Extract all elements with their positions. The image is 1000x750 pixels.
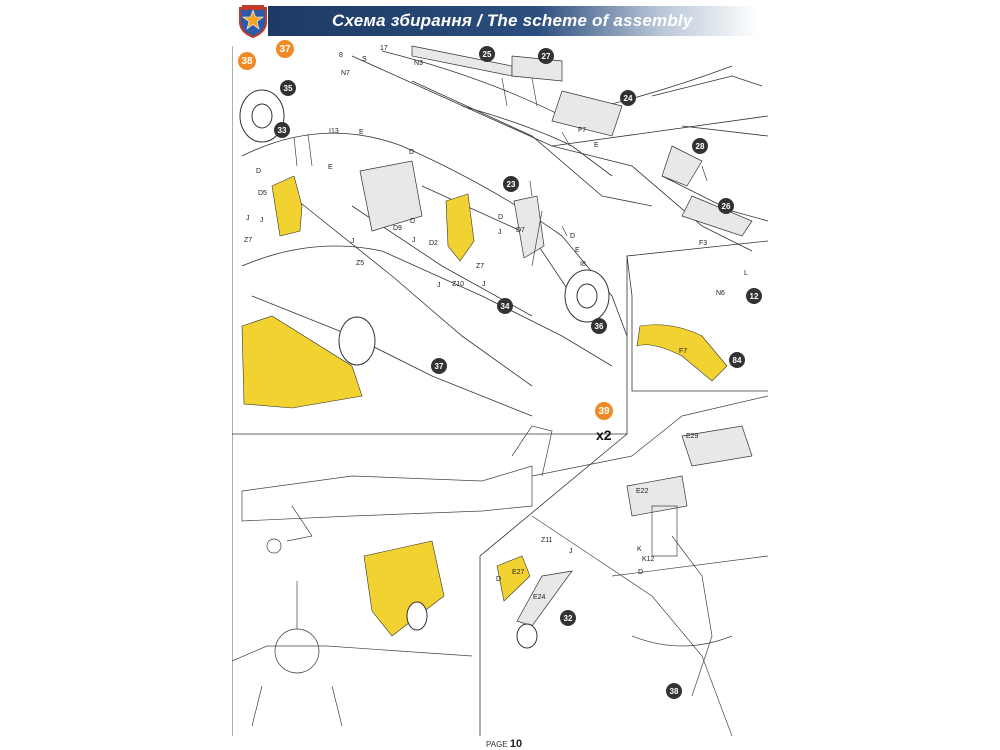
front-view-wing [232, 645, 473, 662]
label-k: K [637, 546, 642, 553]
part-35: 35 [280, 80, 296, 96]
panel39-border [479, 433, 628, 736]
label-j-39: J [569, 548, 573, 555]
label-e29: E29 [686, 433, 699, 440]
gear-bay-detail [241, 315, 363, 409]
label-e-f7: E [594, 142, 599, 149]
multiplier: x2 [596, 427, 612, 443]
panel-27 [511, 55, 563, 82]
part-e27 [496, 555, 531, 602]
part-27: 27 [538, 48, 554, 64]
label-j-z7: J [482, 281, 486, 288]
label-n6: N6 [716, 290, 725, 297]
label-l: L [744, 270, 748, 277]
label-f7b: F7 [679, 348, 688, 355]
label-d5: D5 [258, 190, 267, 197]
label-f7: F7 [578, 127, 587, 134]
door-d9 [359, 160, 423, 232]
label-z10: Z10 [452, 281, 465, 288]
label-z7: Z7 [244, 237, 253, 244]
label-e-d7: E [575, 247, 580, 254]
page-label: PAGE [486, 740, 508, 749]
label-d9: D9 [393, 225, 402, 232]
gear-door-d5 [271, 175, 303, 237]
label-d7: D7 [516, 227, 525, 234]
part-84: 84 [729, 352, 745, 368]
label-i8: I8 [580, 261, 586, 268]
page-title: Схема збирання / The scheme of assembly [332, 11, 693, 30]
label-d-d2: D [498, 214, 504, 221]
label-f3: F3 [699, 240, 708, 247]
brand-logo [239, 5, 267, 38]
flap-28 [661, 145, 703, 187]
part-33: 33 [274, 122, 290, 138]
step-39: 39 [595, 402, 613, 420]
label-d-k: D [638, 569, 644, 576]
label-n7: N7 [341, 70, 350, 77]
label-d-d7: D [570, 233, 576, 240]
label-j-z10: J [437, 282, 441, 289]
label-j: J [260, 217, 264, 224]
label-k12: K12 [642, 556, 655, 563]
label-d: D [409, 149, 415, 156]
label-z11: Z11 [541, 537, 553, 544]
wheel-32 [516, 623, 538, 649]
label-n3: N3 [414, 60, 423, 67]
part-12: 12 [746, 288, 762, 304]
part-26: 26 [718, 198, 734, 214]
part-36: 36 [591, 318, 607, 334]
inset-part-f7 [636, 324, 728, 382]
label-e-i13: E [328, 164, 333, 171]
part-34: 34 [497, 298, 513, 314]
label-17: 17 [380, 45, 388, 52]
label-8: 8 [339, 52, 343, 59]
label-i13: I13 [329, 128, 339, 135]
side-view-fuselage [241, 465, 533, 522]
gear-bay-detail-2 [363, 540, 445, 637]
label-j-d2: J [498, 229, 502, 236]
label-d-left: D [256, 168, 262, 175]
label-e27: E27 [512, 569, 525, 576]
header-bar [268, 6, 758, 36]
wheel-37 [338, 316, 376, 366]
label-j-z7a: J [246, 215, 250, 222]
label-e24: E24 [533, 594, 546, 601]
door-e22 [626, 475, 688, 517]
flap-26 [681, 195, 753, 237]
step-38: 38 [238, 52, 256, 70]
page-number: 10 [509, 738, 523, 750]
label-j-z5: J [351, 238, 355, 245]
label-z7b: Z7 [476, 263, 485, 270]
wheel-small [406, 601, 428, 631]
label-z5: Z5 [356, 260, 365, 267]
label-d2: D2 [429, 240, 438, 247]
part-38: 38 [666, 683, 682, 699]
part-23: 23 [503, 176, 519, 192]
door-e29 [681, 425, 753, 467]
label-d-e27: D [496, 576, 502, 583]
gear-door-d2 [445, 193, 475, 262]
flap-24 [551, 90, 623, 137]
part-28: 28 [692, 138, 708, 154]
part-25: 25 [479, 46, 495, 62]
part-32: 32 [560, 610, 576, 626]
part-24: 24 [620, 90, 636, 106]
assembly-drawing [232, 45, 768, 736]
flap-25 [411, 45, 513, 77]
label-s: S [362, 56, 367, 63]
label-d-d9: D [410, 218, 416, 225]
page-footer: PAGE 10 [486, 738, 522, 750]
label-j-d9: J [412, 237, 416, 244]
inset-border [626, 255, 768, 392]
label-e: E [359, 129, 364, 136]
label-e22: E22 [636, 488, 649, 495]
part-37: 37 [431, 358, 447, 374]
front-view-engine [274, 628, 320, 674]
step-37: 37 [276, 40, 294, 58]
